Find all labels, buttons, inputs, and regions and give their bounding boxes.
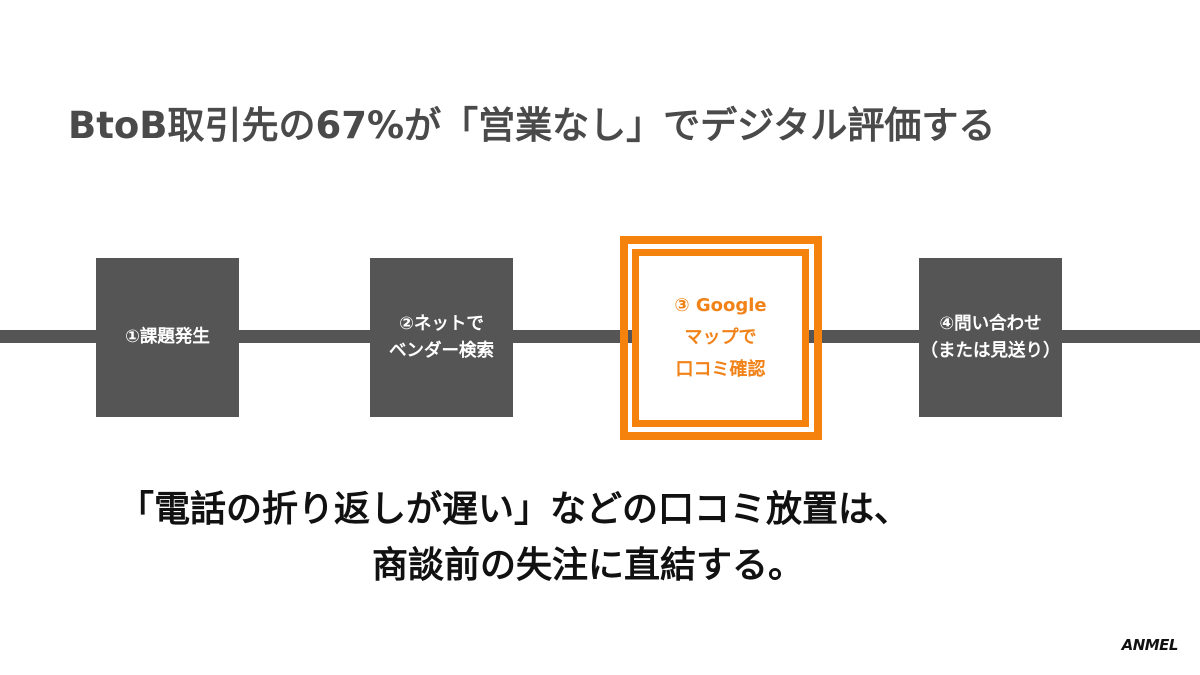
- step-4-label-line2: （または見送り）: [920, 340, 1061, 361]
- highlight-outer-frame: [620, 236, 822, 440]
- step-3-highlight-box: ③ Google マップで 口コミ確認: [632, 249, 809, 427]
- slide-title: BtoB取引先の67%が「営業なし」でデジタル評価する: [68, 104, 996, 147]
- timeline-line: [0, 330, 1200, 343]
- step-3-label-line2: マップで: [684, 327, 757, 348]
- key-message-line1: 「電話の折り返しが遅い」などの口コミ放置は、: [118, 489, 911, 530]
- step-2-label-line2: ベンダー検索: [389, 340, 494, 361]
- step-3-label-line3: 口コミ確認: [675, 359, 766, 380]
- step-4-box: ④問い合わせ （または見送り）: [919, 258, 1062, 417]
- brand-logo: ANMEL: [1121, 636, 1179, 654]
- step-4-label-line1: ④問い合わせ: [939, 313, 1042, 334]
- step-1-label: ①課題発生: [125, 327, 210, 347]
- step-2-label-line1: ②ネットで: [399, 313, 484, 334]
- key-message-line2: 商談前の失注に直結する。: [372, 545, 805, 586]
- step-1-box: ①課題発生: [96, 258, 239, 417]
- step-3-label-line1: ③ Google: [674, 295, 767, 316]
- step-2-box: ②ネットで ベンダー検索: [370, 258, 513, 417]
